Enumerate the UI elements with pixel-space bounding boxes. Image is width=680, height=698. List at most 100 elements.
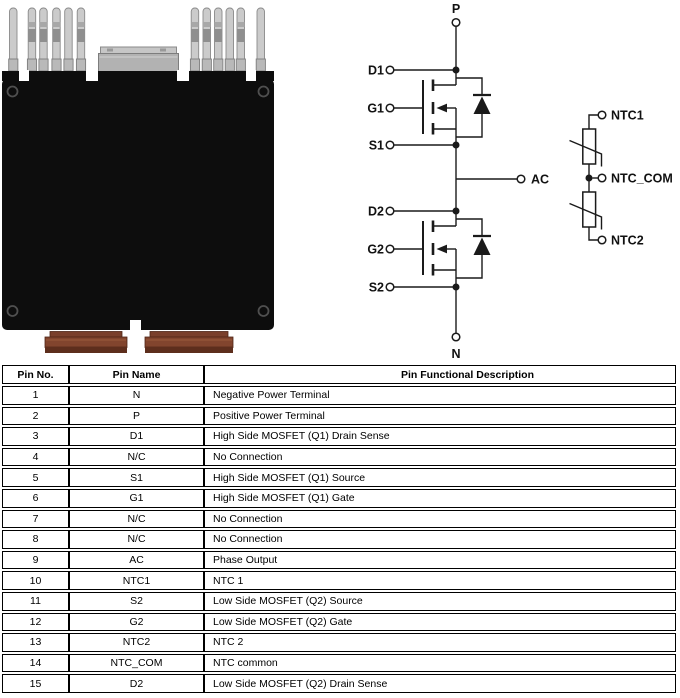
table-header-row: Pin No. Pin Name Pin Functional Descript…	[2, 365, 676, 384]
pin-group-left	[8, 7, 87, 74]
label-ntc2: NTC2	[611, 234, 644, 248]
pin-desc-cell: Low Side MOSFET (Q2) Drain Sense	[204, 674, 676, 693]
terminal-g1	[385, 103, 395, 113]
label-g2: G2	[367, 243, 384, 257]
pin-no-cell: 1	[2, 386, 69, 405]
pin-no-cell: 8	[2, 530, 69, 549]
mosfet-q2	[422, 220, 456, 276]
pin-desc-cell: Low Side MOSFET (Q2) Source	[204, 591, 676, 611]
module-photo	[2, 7, 274, 353]
figure-area: P D1 G1 S1 AC D2 G2 S2 N NTC1 NTC_COM NT…	[2, 2, 673, 361]
pin-name-cell: D2	[69, 674, 204, 693]
pin-name-cell: AC	[69, 550, 204, 570]
pin-name-cell: S1	[69, 468, 204, 487]
header-pin-description: Pin Functional Description	[204, 365, 676, 384]
pin-desc-cell: High Side MOSFET (Q1) Source	[204, 468, 676, 487]
terminal-circles	[385, 17, 607, 342]
signal-connector	[98, 46, 179, 73]
pin-no-cell: 15	[2, 674, 69, 693]
label-ac: AC	[531, 173, 549, 187]
terminal-p	[451, 17, 461, 28]
pin-no-cell: 5	[2, 468, 69, 487]
pin-desc-cell: High Side MOSFET (Q1) Drain Sense	[204, 427, 676, 446]
pin-name-cell: NTC2	[69, 633, 204, 652]
pin-desc-cell: Phase Output	[204, 550, 676, 570]
pin-base-collars	[8, 58, 87, 72]
module-pins	[8, 7, 266, 74]
label-s1: S1	[369, 139, 384, 153]
schematic-labels: P D1 G1 S1 AC D2 G2 S2 N NTC1 NTC_COM NT…	[367, 2, 673, 361]
pin-base-collars	[189, 58, 266, 72]
label-ntc1: NTC1	[611, 109, 644, 123]
pin-name-cell: N/C	[69, 447, 204, 467]
pin-no-cell: 12	[2, 612, 69, 632]
terminal-g2	[385, 244, 395, 254]
pin-name-cell: N	[69, 386, 204, 405]
pin-desc-cell: Positive Power Terminal	[204, 406, 676, 426]
terminal-ntc-com	[597, 173, 607, 183]
pin-name-cell: N/C	[69, 530, 204, 549]
pin-name-cell: P	[69, 406, 204, 426]
label-ntc-com: NTC_COM	[611, 172, 673, 186]
pin-name-cell: D1	[69, 427, 204, 446]
power-terminal-left	[44, 331, 128, 353]
pin-no-cell: 7	[2, 509, 69, 529]
terminal-s2	[385, 282, 395, 292]
pin-name-cell: G2	[69, 612, 204, 632]
terminal-ac	[516, 174, 526, 184]
label-s2: S2	[369, 281, 384, 295]
label-p: P	[452, 2, 460, 16]
pin-bands	[28, 22, 85, 42]
pin-desc-cell: NTC common	[204, 653, 676, 673]
pin-no-cell: 10	[2, 571, 69, 590]
pin-name-cell: N/C	[69, 509, 204, 529]
terminal-s1	[385, 140, 395, 150]
mosfet-q1-body-diode	[456, 77, 491, 138]
terminal-d2	[385, 206, 395, 216]
module-body	[2, 70, 274, 331]
terminal-n	[451, 332, 461, 342]
mosfet-q1	[422, 79, 456, 135]
pin-function-table: Pin No. Pin Name Pin Functional Descript…	[2, 363, 676, 695]
label-g1: G1	[367, 102, 384, 116]
pin-no-cell: 6	[2, 488, 69, 508]
pin-no-cell: 4	[2, 447, 69, 467]
pin-desc-cell: Low Side MOSFET (Q2) Gate	[204, 612, 676, 632]
pin-name-cell: NTC_COM	[69, 653, 204, 673]
pin-desc-cell: High Side MOSFET (Q1) Gate	[204, 488, 676, 508]
pin-no-cell: 9	[2, 550, 69, 570]
pin-no-cell: 2	[2, 406, 69, 426]
pin-group-right	[189, 7, 266, 74]
junction-dots	[452, 66, 593, 291]
pin-no-cell: 11	[2, 591, 69, 611]
terminal-ntc1	[597, 110, 607, 120]
pin-desc-cell: NTC 1	[204, 571, 676, 590]
header-pin-no: Pin No.	[2, 365, 69, 384]
label-d2: D2	[368, 205, 384, 219]
pin-desc-cell: No Connection	[204, 447, 676, 467]
pin-desc-cell: No Connection	[204, 530, 676, 549]
label-d1: D1	[368, 64, 384, 78]
mosfet-q2-body-diode	[456, 218, 491, 279]
power-terminal-right	[144, 331, 234, 353]
circuit-schematic: P D1 G1 S1 AC D2 G2 S2 N NTC1 NTC_COM NT…	[367, 2, 673, 361]
pin-no-cell: 14	[2, 653, 69, 673]
terminal-ntc2	[597, 235, 607, 245]
pin-desc-cell: No Connection	[204, 509, 676, 529]
pin-no-cell: 13	[2, 633, 69, 652]
